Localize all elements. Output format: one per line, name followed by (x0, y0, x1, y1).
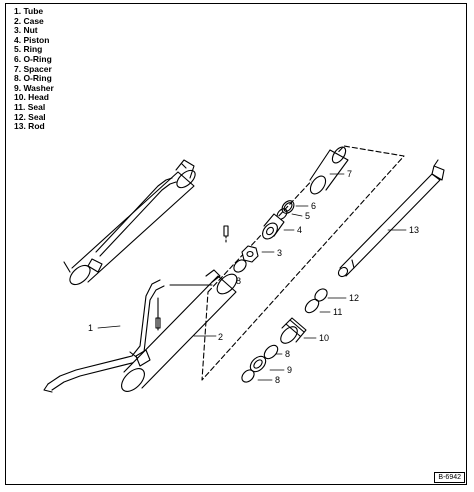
callout-2: 2 (218, 332, 223, 342)
legend-item: 6. O-Ring (14, 53, 52, 64)
parts-legend: 1. Tube 2. Case 3. Nut 4. Piston 5. Ring… (14, 6, 54, 132)
grease-fitting-icon (155, 317, 161, 329)
o-ring-part (233, 259, 247, 273)
seal-part (304, 298, 320, 314)
legend-item: 2. Case (14, 15, 44, 26)
callout-12: 12 (349, 293, 359, 303)
figure-id: B-6942 (434, 472, 465, 483)
callout-10: 10 (319, 333, 329, 343)
washer-part (249, 355, 267, 373)
callout-8: 8 (285, 349, 290, 359)
legend-item: 13. Rod (14, 121, 45, 132)
leader-lines (97, 173, 407, 381)
legend-item: 11. Seal (14, 101, 46, 112)
callout-7: 7 (347, 169, 352, 179)
seal-part (314, 288, 328, 302)
o-ring-part (263, 344, 279, 360)
legend-item: 9. Washer (14, 82, 54, 93)
legend-item: 1. Tube (14, 6, 44, 16)
callout-9: 9 (287, 365, 292, 375)
callout-1: 1 (88, 323, 93, 333)
callout-4: 4 (297, 225, 302, 235)
o-ring-part (281, 200, 295, 214)
callout-5: 5 (305, 211, 310, 221)
piston-part (262, 213, 285, 240)
callout-11: 11 (333, 307, 342, 317)
legend-item: 8. O-Ring (14, 73, 52, 84)
legend-item: 4. Piston (14, 34, 50, 45)
legend-item: 10. Head (14, 92, 49, 103)
callout-labels: 1 2 3 4 5 6 7 8 9 8 10 11 12 13 8 (88, 169, 419, 385)
callout-8: 8 (275, 375, 280, 385)
legend-item: 7. Spacer (14, 63, 52, 74)
assembled-cylinder (63, 159, 196, 286)
diagram-frame (5, 3, 467, 485)
legend-item: 5. Ring (14, 44, 43, 55)
callout-6: 6 (311, 201, 316, 211)
case-part (121, 269, 238, 392)
group-outline (201, 145, 405, 381)
rod-part (337, 159, 445, 278)
head-part (280, 317, 307, 344)
grease-fitting-icon (223, 225, 229, 237)
callout-8: 8 (236, 276, 241, 286)
callout-3: 3 (277, 248, 282, 258)
callout-13: 13 (409, 225, 419, 235)
legend-item: 12. Seal (14, 111, 46, 122)
nut-part (241, 245, 259, 263)
legend-item: 3. Nut (14, 25, 38, 36)
spacer-part (309, 146, 349, 195)
o-ring-part (241, 369, 255, 383)
